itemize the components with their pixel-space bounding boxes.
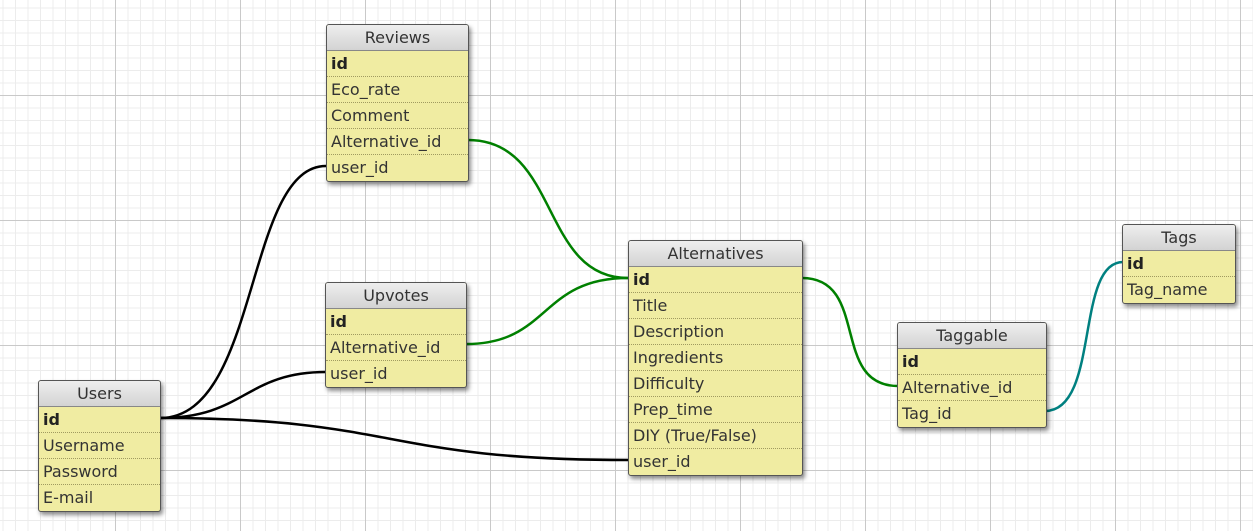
field-diy[interactable]: DIY (True/False) — [629, 423, 802, 449]
field-id[interactable]: id — [629, 267, 802, 293]
field-difficulty[interactable]: Difficulty — [629, 371, 802, 397]
field-ingredients[interactable]: Ingredients — [629, 345, 802, 371]
relation-upvotes-alternative — [465, 276, 629, 346]
relation-alternatives-user — [159, 416, 629, 462]
relation-reviews-user — [159, 164, 327, 420]
table-users[interactable]: Users id Username Password E-mail — [38, 380, 161, 512]
field-id[interactable]: id — [39, 407, 160, 433]
field-user-id[interactable]: user_id — [633, 452, 691, 471]
field-comment[interactable]: Comment — [327, 103, 468, 129]
field-user-id[interactable]: user_id — [331, 158, 389, 177]
table-alternatives[interactable]: Alternatives id Title Description Ingred… — [628, 240, 803, 476]
relation-upvotes-user — [159, 370, 327, 420]
field-alternative-id[interactable]: Alternative_id — [898, 375, 1046, 401]
table-reviews[interactable]: Reviews id Eco_rate Comment Alternative_… — [326, 24, 469, 182]
relation-alternatives-taggable — [801, 276, 899, 388]
table-title[interactable]: Reviews — [327, 25, 468, 51]
field-alternative-id[interactable]: Alternative_id — [326, 335, 466, 361]
table-title[interactable]: Users — [39, 381, 160, 407]
table-title[interactable]: Tags — [1123, 225, 1235, 251]
field-prep-time[interactable]: Prep_time — [629, 397, 802, 423]
field-username[interactable]: Username — [39, 433, 160, 459]
relation-taggable-tags — [1044, 260, 1124, 413]
field-id[interactable]: id — [327, 51, 468, 77]
table-upvotes[interactable]: Upvotes id Alternative_id user_id — [325, 282, 467, 388]
table-taggable[interactable]: Taggable id Alternative_id Tag_id — [897, 322, 1047, 428]
field-eco-rate[interactable]: Eco_rate — [327, 77, 468, 103]
table-tags[interactable]: Tags id Tag_name — [1122, 224, 1236, 304]
field-password[interactable]: Password — [39, 459, 160, 485]
field-tag-id[interactable]: Tag_id — [902, 404, 952, 423]
field-description[interactable]: Description — [629, 319, 802, 345]
field-title[interactable]: Title — [629, 293, 802, 319]
table-title[interactable]: Upvotes — [326, 283, 466, 309]
field-email[interactable]: E-mail — [43, 488, 94, 507]
field-id[interactable]: id — [1123, 251, 1235, 277]
field-alternative-id[interactable]: Alternative_id — [327, 129, 468, 155]
field-id[interactable]: id — [898, 349, 1046, 375]
field-tag-name[interactable]: Tag_name — [1127, 280, 1208, 299]
relation-reviews-alternative — [467, 138, 629, 280]
field-id[interactable]: id — [326, 309, 466, 335]
table-title[interactable]: Taggable — [898, 323, 1046, 349]
table-title[interactable]: Alternatives — [629, 241, 802, 267]
field-user-id[interactable]: user_id — [330, 364, 388, 383]
